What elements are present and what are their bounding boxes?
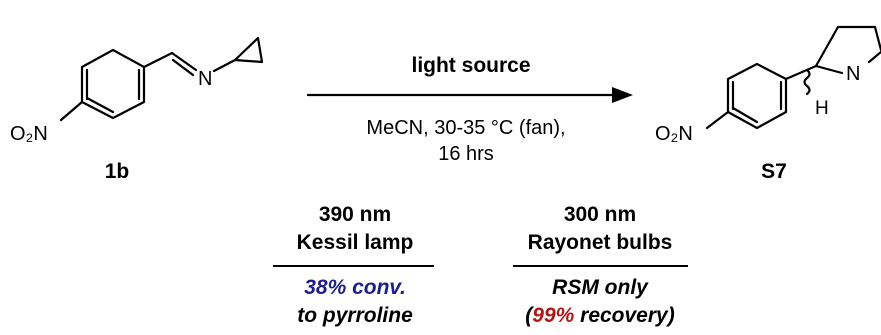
col1-result-line-2: to pyrroline	[297, 304, 413, 327]
col1-wavelength: 390 nm	[318, 203, 392, 226]
col2-result-rest: recovery)	[574, 304, 675, 327]
col2-divider	[513, 265, 688, 267]
imine-nitrogen-label: N	[198, 68, 212, 90]
product-ring-nitrogen-label: N	[846, 63, 860, 85]
col2-wavelength: 300 nm	[563, 203, 637, 226]
product-nitro-label: O₂N	[655, 123, 693, 145]
product-id: S7	[761, 160, 787, 183]
product-structure	[705, 25, 881, 130]
starting-material-nitro-label: O₂N	[10, 123, 48, 145]
col1-source: Kessil lamp	[296, 231, 414, 254]
col2-result-line-1: RSM only	[552, 276, 648, 299]
col2-result-line-2: (99% recovery)	[525, 304, 674, 328]
starting-material-structure	[59, 36, 264, 122]
starting-material-id: 1b	[105, 160, 130, 183]
col1-divider	[273, 265, 434, 267]
col1-result-line-1: 38% conv.	[304, 276, 406, 299]
col2-source: Rayonet bulbs	[527, 231, 673, 254]
reagent-label: light source	[411, 54, 531, 77]
col2-result-highlight: 99%	[532, 304, 575, 327]
col2-result-open-paren: (	[525, 304, 533, 327]
product-hydrogen-label: H	[815, 98, 829, 119]
conditions-line-2: 16 hrs	[438, 143, 494, 165]
conditions-line-1: MeCN, 30-35 °C (fan),	[366, 117, 566, 139]
reaction-arrow	[306, 87, 633, 103]
